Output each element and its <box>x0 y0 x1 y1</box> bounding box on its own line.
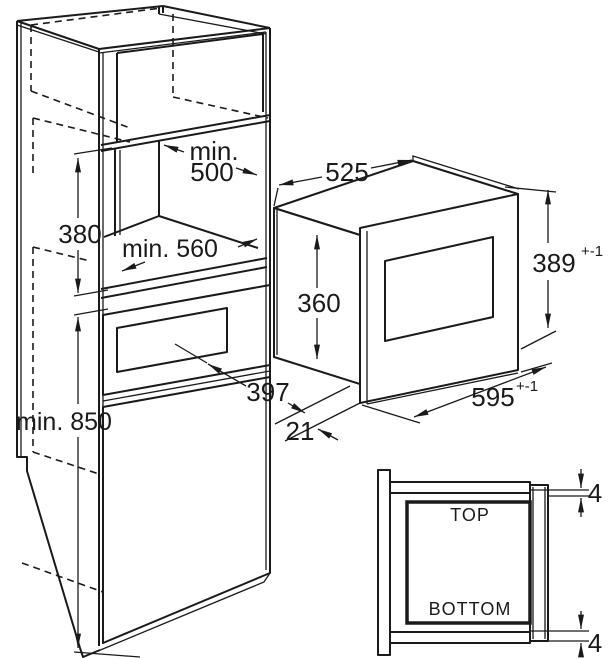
dimension-niche-width: min. 560 <box>121 235 258 272</box>
bottom-gap-label: 4 <box>588 628 602 658</box>
dimension-niche-height: 380 <box>58 147 113 297</box>
frame-overlap-label: 21 <box>286 416 315 446</box>
cabinet-drawing <box>16 5 271 658</box>
front-width-tolerance-label: +-1 <box>516 378 538 395</box>
detail-top-label: TOP <box>450 505 490 525</box>
niche-depth-value-label: 500 <box>190 157 233 187</box>
microwave-door-window <box>384 236 494 342</box>
niche-depth-prefix-label: min. <box>189 136 238 166</box>
door-reference-label: 397 <box>246 377 289 407</box>
detail-oven-body <box>405 500 532 625</box>
dimension-bottom-gap: 4 <box>530 611 602 658</box>
detail-bottom-label: BOTTOM <box>429 599 512 619</box>
detail-view: TOP BOTTOM 4 4 <box>377 469 602 658</box>
microwave-drawing <box>273 155 520 405</box>
dimension-frame-overlap: 21 <box>274 385 361 446</box>
dimension-body-height: 360 <box>297 235 341 359</box>
niche-width-label: min. 560 <box>122 235 218 263</box>
dimension-door-reference: 397 <box>174 343 290 407</box>
dimension-front-width: 595 +-1 <box>361 362 553 424</box>
microwave-front-frame <box>359 193 519 404</box>
front-height-tolerance-label: +-1 <box>581 243 603 260</box>
top-gap-label: 4 <box>588 478 602 508</box>
dimension-niche-depth: min. 500 <box>163 136 258 187</box>
dimension-floor-clearance: min. 850 <box>16 308 141 658</box>
front-width-label: 595 <box>471 382 514 412</box>
niche-height-label: 380 <box>58 219 101 249</box>
body-height-label: 360 <box>297 288 340 318</box>
detail-cabinet-wall <box>377 469 391 656</box>
body-width-label: 525 <box>325 157 368 187</box>
floor-clearance-label: min. 850 <box>16 408 112 436</box>
dimension-top-gap: 4 <box>530 469 602 517</box>
cabinet-hidden-lines <box>21 7 269 593</box>
front-height-label: 389 <box>532 248 575 278</box>
dimension-body-width: 525 <box>273 157 413 207</box>
dimension-front-height: 389 +-1 <box>504 186 603 350</box>
